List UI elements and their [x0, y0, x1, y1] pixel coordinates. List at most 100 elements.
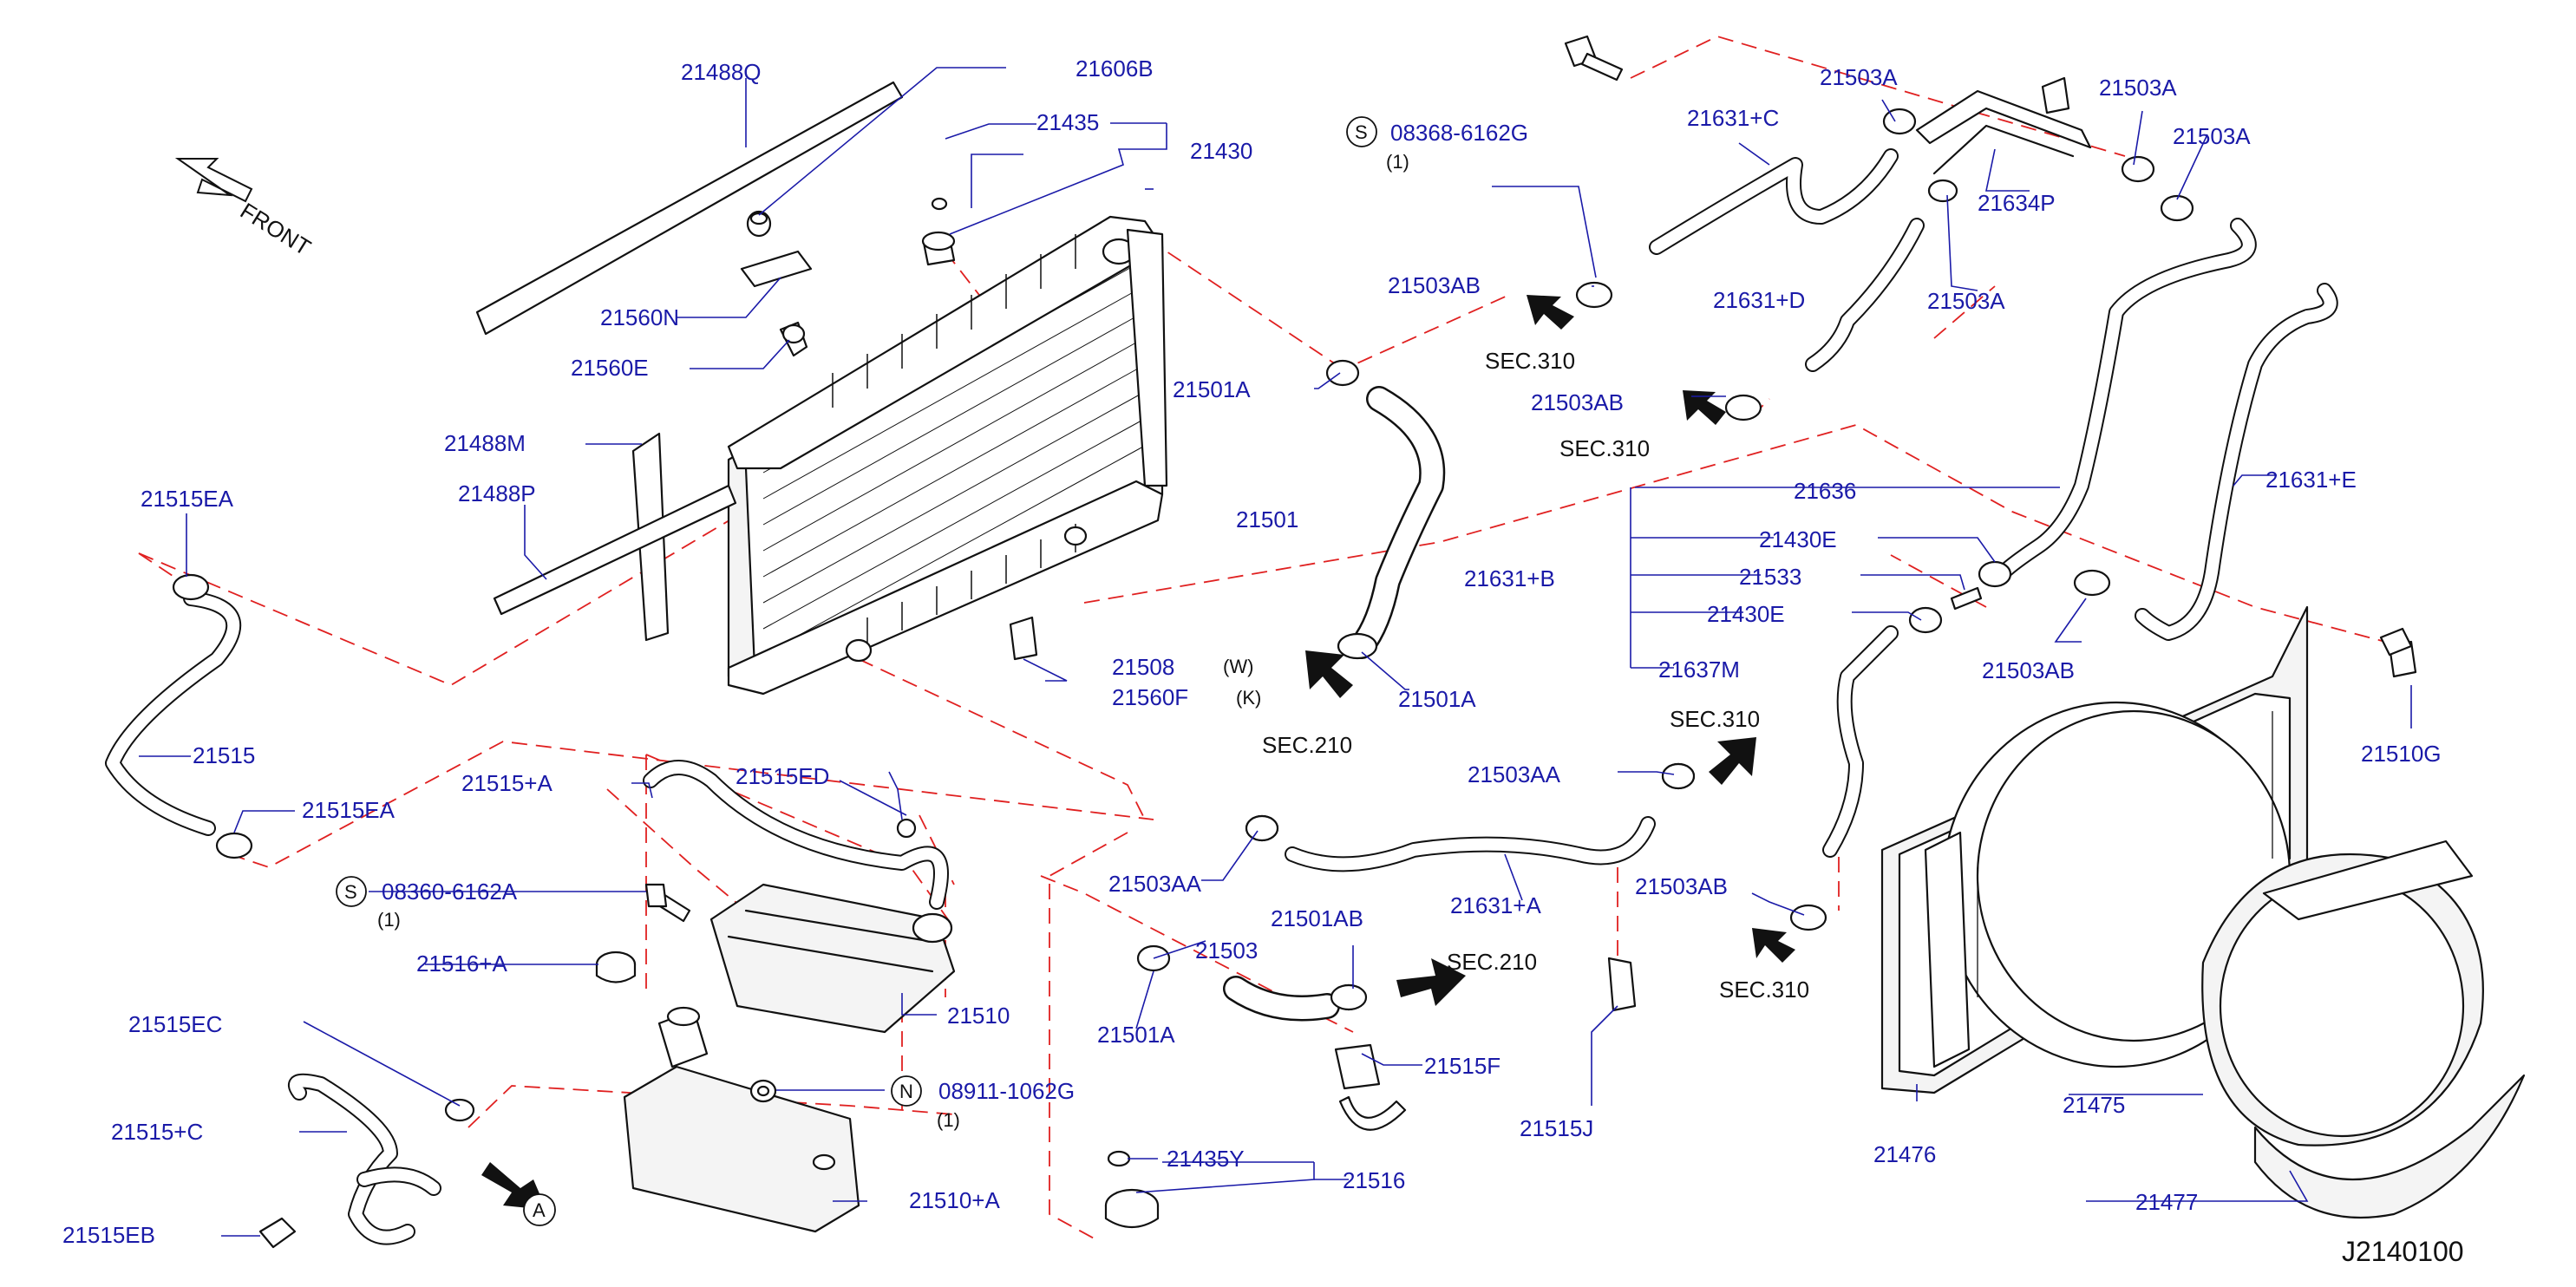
hose-21515	[105, 573, 253, 859]
label-21515: 21515	[193, 742, 255, 768]
label-21475: 21475	[2063, 1092, 2125, 1118]
hose-21631D	[1805, 218, 1925, 372]
hose-21501	[1325, 359, 1446, 660]
label-21503A-2: 21503A	[2099, 75, 2177, 101]
label-21515F: 21515F	[1424, 1053, 1500, 1079]
label-21515J: 21515J	[1520, 1115, 1593, 1141]
label-21515C: 21515+C	[111, 1119, 203, 1145]
circle-n-08911-letter: N	[899, 1081, 913, 1102]
label-21631C: 21631+C	[1687, 105, 1779, 131]
label-21503A-3: 21503A	[2173, 123, 2251, 149]
clamp-21515F	[1334, 1043, 1407, 1131]
sec-210-b: SEC.210	[1447, 949, 1537, 975]
label-21501A-mid: 21501A	[1398, 686, 1476, 712]
label-21501: 21501	[1236, 506, 1298, 532]
clamps-21430E	[1908, 560, 2012, 634]
sec-310-a: SEC.310	[1485, 348, 1575, 374]
label-08911-qty: (1)	[937, 1109, 960, 1131]
label-21430E-2: 21430E	[1707, 601, 1785, 627]
front-label: FRONT	[236, 198, 316, 261]
label-21516: 21516	[1343, 1167, 1405, 1193]
reservoir-tank-21510	[709, 883, 956, 1034]
label-21516A: 21516+A	[416, 951, 507, 977]
label-21560F: 21560F	[1112, 684, 1188, 710]
assembly-lines	[138, 36, 2386, 1241]
label-08360: 08360-6162A	[382, 879, 518, 905]
clamp-21503AB-right	[2073, 569, 2111, 597]
label-21501A-top: 21501A	[1173, 376, 1251, 402]
label-21477: 21477	[2135, 1189, 2198, 1215]
part-labels: 21488Q 21606B 21435 21430 21560N 21560E …	[62, 56, 2464, 1267]
label-08911: 08911-1062G	[938, 1078, 1075, 1104]
label-21503AB-2: 21503AB	[1531, 389, 1624, 415]
label-21631E: 21631+E	[2265, 467, 2357, 493]
radiator-cap	[921, 197, 956, 266]
sec-310-c: SEC.310	[1670, 706, 1760, 732]
sec-310-b: SEC.310	[1559, 435, 1650, 461]
hose-21631E	[2135, 283, 2338, 641]
label-21488P: 21488P	[458, 480, 536, 506]
label-21631A: 21631+A	[1450, 892, 1541, 918]
clamp-21501AB	[1330, 983, 1368, 1011]
label-21637M: 21637M	[1658, 657, 1740, 683]
sec-210-a: SEC.210	[1262, 732, 1352, 758]
label-08368-qty: (1)	[1386, 151, 1409, 173]
seal-strip-21488P	[493, 484, 737, 616]
pipe-21634P	[1915, 76, 2092, 175]
label-21503A-4: 21503A	[1927, 288, 2005, 314]
label-21560N: 21560N	[600, 304, 679, 330]
label-21636: 21636	[1794, 478, 1856, 504]
clamps-21503	[1724, 108, 2194, 421]
label-21631B: 21631+B	[1464, 565, 1555, 591]
label-08360-qty: (1)	[377, 909, 401, 931]
clamps-21503AA	[1245, 762, 1696, 842]
label-21503A-1: 21503A	[1820, 64, 1898, 90]
label-21503AA-1: 21503AA	[1468, 761, 1561, 787]
circle-s-08368-letter: S	[1355, 121, 1368, 143]
hose-21636	[1996, 218, 2257, 580]
label-21430: 21430	[1190, 138, 1252, 164]
label-21515EB: 21515EB	[62, 1222, 155, 1248]
label-21510: 21510	[947, 1003, 1010, 1029]
hose-21515A	[643, 760, 949, 910]
hose-21631C	[1575, 148, 1899, 309]
label-21560E: 21560E	[571, 355, 649, 381]
bolt-21510G	[2379, 627, 2417, 678]
cap-21516A	[595, 951, 637, 983]
bolt-08368	[1564, 35, 1624, 82]
label-21515A: 21515+A	[461, 770, 552, 796]
label-21435Y: 21435Y	[1167, 1146, 1245, 1172]
label-21476: 21476	[1873, 1141, 1936, 1167]
label-08368: 08368-6162G	[1390, 120, 1528, 146]
label-21515EA-bottom: 21515EA	[302, 797, 396, 823]
upper-mounts	[740, 210, 813, 357]
label-21606B: 21606B	[1076, 56, 1154, 82]
label-K: (K)	[1236, 687, 1261, 709]
diagram-code: J2140100	[2342, 1236, 2464, 1267]
seal-strip-21488Q	[475, 81, 904, 336]
front-arrow-icon	[174, 158, 253, 203]
label-21503: 21503	[1195, 937, 1258, 964]
lower-shroud-21477	[2253, 1074, 2526, 1219]
label-21533: 21533	[1739, 564, 1801, 590]
circle-s-08360-letter: S	[344, 881, 357, 903]
label-21503AB-1: 21503AB	[1388, 272, 1481, 298]
label-21503AA-2: 21503AA	[1108, 871, 1202, 897]
hose-21637M	[1789, 625, 1899, 931]
label-21515EA-top: 21515EA	[141, 486, 234, 512]
reservoir-tank-21510A	[623, 1006, 860, 1233]
label-21430E-1: 21430E	[1759, 526, 1837, 552]
label-21631D: 21631+D	[1713, 287, 1805, 313]
label-21634P: 21634P	[1978, 190, 2056, 216]
label-21508: 21508	[1112, 654, 1174, 680]
bolt-08360	[644, 883, 691, 923]
circle-n-08911	[891, 1075, 922, 1107]
label-21501A-bottom: 21501A	[1097, 1022, 1175, 1048]
label-21515ED: 21515ED	[736, 763, 829, 789]
circle-a-letter: A	[533, 1199, 546, 1221]
clip-21515J	[1607, 957, 1637, 1012]
label-21503AB-4: 21503AB	[1635, 873, 1728, 899]
sec-310-d: SEC.310	[1719, 977, 1809, 1003]
